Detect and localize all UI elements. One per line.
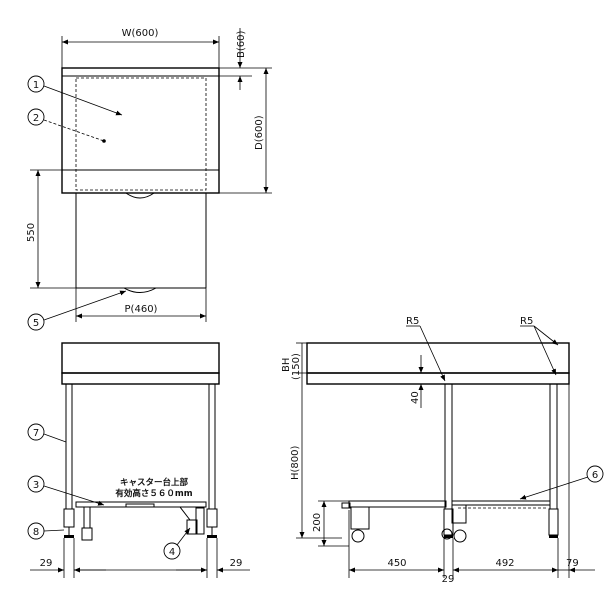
backsplash-dim-a: BH <box>281 358 292 372</box>
adjuster-left <box>63 508 75 528</box>
callout-4 <box>163 542 181 560</box>
left-leg-dim-label: 29 <box>40 558 53 569</box>
plan-view: W(600) B(60) D(600) 550 P(46 <box>26 28 272 331</box>
callout-5-label: 5 <box>33 318 39 329</box>
callout-3 <box>27 475 45 493</box>
adjuster-right <box>206 508 218 528</box>
top-thickness-dim-label: 40 <box>410 391 421 404</box>
height-dim-label: H(800) <box>290 445 301 480</box>
gap-dim-label: 29 <box>442 574 455 585</box>
rail-length-dim-label: 492 <box>495 558 514 569</box>
adjuster-side-right <box>548 508 559 536</box>
leg-side-left <box>444 383 453 510</box>
callout-2 <box>27 108 45 126</box>
table-top-front <box>61 372 220 385</box>
cart-handle-bottom <box>123 287 157 293</box>
depth-dim-label: D(600) <box>254 115 265 150</box>
callout-6 <box>586 465 604 483</box>
caster-cart-side <box>348 500 447 508</box>
back-dim-label: B(60) <box>236 31 247 58</box>
callout-7 <box>27 423 45 441</box>
callout-8-label: 8 <box>33 527 39 538</box>
caster-wheel-left <box>81 527 93 541</box>
cart-hidden-outline <box>75 77 207 191</box>
callout-1 <box>27 75 45 93</box>
caster-side-left <box>350 506 370 530</box>
callout-2-label: 2 <box>33 113 39 124</box>
caster-note-line2: 有効高さ５６０mm <box>115 488 192 499</box>
shelf-height-dim-label: 200 <box>312 513 323 532</box>
right-leg-dim-label: 29 <box>230 558 243 569</box>
caster-side-right <box>453 529 467 543</box>
caster-note-line1: キャスター台上部 <box>120 477 189 488</box>
end-dim-label: 79 <box>566 558 579 569</box>
callout-7-label: 7 <box>33 428 39 439</box>
table-top-plan <box>61 67 220 194</box>
backsplash-dim-b: (150) <box>291 353 302 380</box>
backsplash-front <box>61 342 220 374</box>
cart-width-dim-label: P(460) <box>125 304 158 315</box>
backsplash-side <box>306 342 570 374</box>
callout-4-label: 4 <box>169 547 175 558</box>
cart-handle-top <box>125 192 155 199</box>
guide-rail <box>451 500 551 506</box>
callout-8 <box>27 522 45 540</box>
callout-5 <box>27 313 45 331</box>
front-view: キャスター台上部 有効高さ５６０mm 7 3 8 4 29 29 <box>27 342 250 578</box>
radius-label-left: R5 <box>406 316 419 327</box>
leg-front-left <box>65 383 73 510</box>
radius-label-right: R5 <box>520 316 533 327</box>
caster-wheel-right <box>186 519 198 535</box>
callout-1-label: 1 <box>33 80 39 91</box>
cart-length-dim-label: 450 <box>387 558 406 569</box>
callout-3-label: 3 <box>33 480 39 491</box>
callout-6-label: 6 <box>592 470 598 481</box>
table-top-side <box>306 372 570 385</box>
width-dim-label: W(600) <box>122 28 159 39</box>
cart-depth-dim-label: 550 <box>26 223 37 242</box>
side-view: R5 R5 BH (150) 40 H(800) 200 <box>281 316 604 585</box>
leg-side-right <box>549 383 558 510</box>
leg-front-right <box>208 383 216 510</box>
